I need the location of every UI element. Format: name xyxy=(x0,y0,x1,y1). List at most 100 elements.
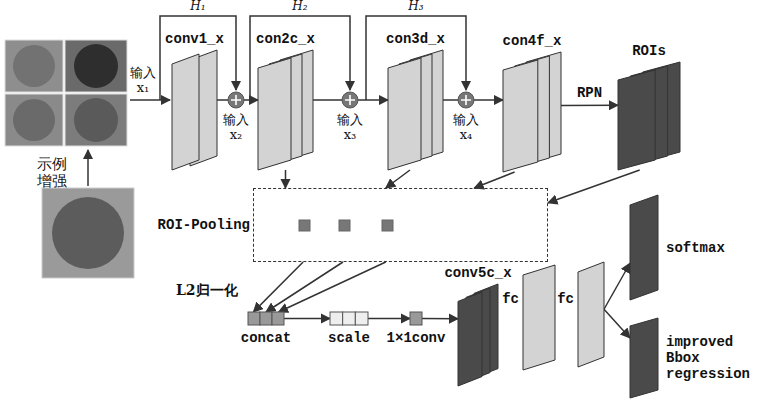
node-shape xyxy=(172,50,217,170)
node-shape xyxy=(254,189,549,263)
node-shape xyxy=(410,312,422,325)
layer-name: scale xyxy=(328,330,370,346)
feature-vector: 1×1conv xyxy=(410,312,422,325)
skip-label: H₃ xyxy=(408,0,423,14)
pooled-feature xyxy=(382,220,393,231)
input-label: 输入 x₁ xyxy=(128,66,158,96)
vector-cell xyxy=(343,312,356,325)
flow-arrow xyxy=(368,318,410,320)
layer-name: concat xyxy=(241,330,291,346)
plus-sign xyxy=(345,95,355,105)
normalize-label: L2归一化 xyxy=(176,282,238,298)
vector-cell xyxy=(330,312,343,325)
pooled-feature xyxy=(339,220,350,231)
layer-sheet xyxy=(578,262,604,367)
layer-sheet xyxy=(503,60,538,172)
fc-layer: fc xyxy=(523,265,555,370)
input-label: 输入 x₄ xyxy=(451,113,481,143)
skip-label: H₁ xyxy=(190,0,205,14)
layer-name: con4f_x xyxy=(503,33,562,49)
node-shape xyxy=(388,50,443,170)
sample-defect xyxy=(74,98,118,142)
feature-vector: scale xyxy=(330,312,368,325)
input-label: 输入 x₂ xyxy=(221,113,251,143)
sample-tile xyxy=(5,94,63,146)
sum-circle xyxy=(342,92,358,108)
flow-arrow xyxy=(285,170,287,188)
layer-name: conv1_x xyxy=(165,31,224,47)
node-shape xyxy=(523,265,555,370)
conv-layer-stack: conv1_x xyxy=(172,50,217,170)
flow-arrow xyxy=(561,104,618,106)
fc-layer: fc xyxy=(578,262,604,367)
node-shape xyxy=(503,52,561,172)
layer-sheet xyxy=(458,292,482,386)
layer-name: improved Bbox regression xyxy=(666,334,758,382)
vector-cell xyxy=(410,312,422,325)
sample-tile xyxy=(5,40,63,92)
feature-vector: concat xyxy=(248,312,284,325)
augment-arrow xyxy=(87,150,89,186)
input-arrow xyxy=(130,99,170,101)
sample-defect xyxy=(13,99,55,141)
node-shape xyxy=(248,312,284,325)
sample-defect xyxy=(13,45,55,87)
pooled-feature xyxy=(299,220,310,231)
layer-name: con3d_x xyxy=(386,31,445,47)
plus-sign xyxy=(231,95,241,105)
roi-stack: ROIs xyxy=(618,62,680,170)
flow-arrow xyxy=(422,318,458,320)
sample-tile xyxy=(65,94,127,146)
sum-symbol xyxy=(342,92,358,108)
edge-label: RPN xyxy=(575,85,604,101)
vector-cell xyxy=(248,312,260,325)
node-shape xyxy=(630,318,658,398)
flow-arrow xyxy=(386,170,410,188)
vector-cell xyxy=(355,312,368,325)
layer-name: conv5c_x xyxy=(444,265,511,281)
sample-tile xyxy=(65,40,127,92)
conv-layer-stack: con4f_x xyxy=(503,52,561,172)
node-shape xyxy=(458,284,498,386)
sum-circle xyxy=(228,92,244,108)
layer-name: fc xyxy=(557,291,574,307)
flow-arrow xyxy=(279,262,386,312)
sum-circle xyxy=(458,92,474,108)
vector-cell xyxy=(260,312,272,325)
vector-cell xyxy=(272,312,284,325)
sample-defect xyxy=(74,44,118,88)
layer-name: ROIs xyxy=(632,43,666,59)
flow-arrow xyxy=(284,318,330,320)
plus-sign xyxy=(461,95,471,105)
sample-defect xyxy=(52,197,124,269)
layer-sheet xyxy=(172,54,199,170)
output-layer: softmax xyxy=(630,195,658,300)
layer-sheet xyxy=(258,58,291,170)
node-shape xyxy=(578,262,604,367)
node-shape xyxy=(618,62,680,170)
conv-layer-stack: con2c_x xyxy=(258,50,313,170)
node-shape xyxy=(630,195,658,300)
layer-sheet xyxy=(630,318,658,398)
layer-name: ROI-Pooling xyxy=(158,217,250,233)
flow-arrow xyxy=(474,172,514,188)
flow-arrow xyxy=(548,170,640,203)
input-label: 输入 x₃ xyxy=(335,113,365,143)
layer-name: 1×1conv xyxy=(387,330,446,346)
layer-name: fc xyxy=(502,291,519,307)
conv-layer-stack: conv5c_x xyxy=(458,284,498,386)
layer-name: con2c_x xyxy=(256,31,315,47)
sum-symbol xyxy=(458,92,474,108)
layer-name: softmax xyxy=(666,239,725,255)
augment-label: 示例增强 xyxy=(35,156,69,191)
node-shape xyxy=(258,50,313,170)
layer-sheet xyxy=(630,195,658,300)
flow-arrow xyxy=(604,309,630,338)
skip-label: H₂ xyxy=(292,0,307,14)
layer-sheet xyxy=(388,58,421,170)
conv-layer-stack: con3d_x xyxy=(388,50,443,170)
enhanced-sample xyxy=(42,188,134,278)
roi-pooling-box: ROI-Pooling xyxy=(253,188,548,262)
layer-sheet xyxy=(523,265,555,370)
sum-symbol xyxy=(228,92,244,108)
